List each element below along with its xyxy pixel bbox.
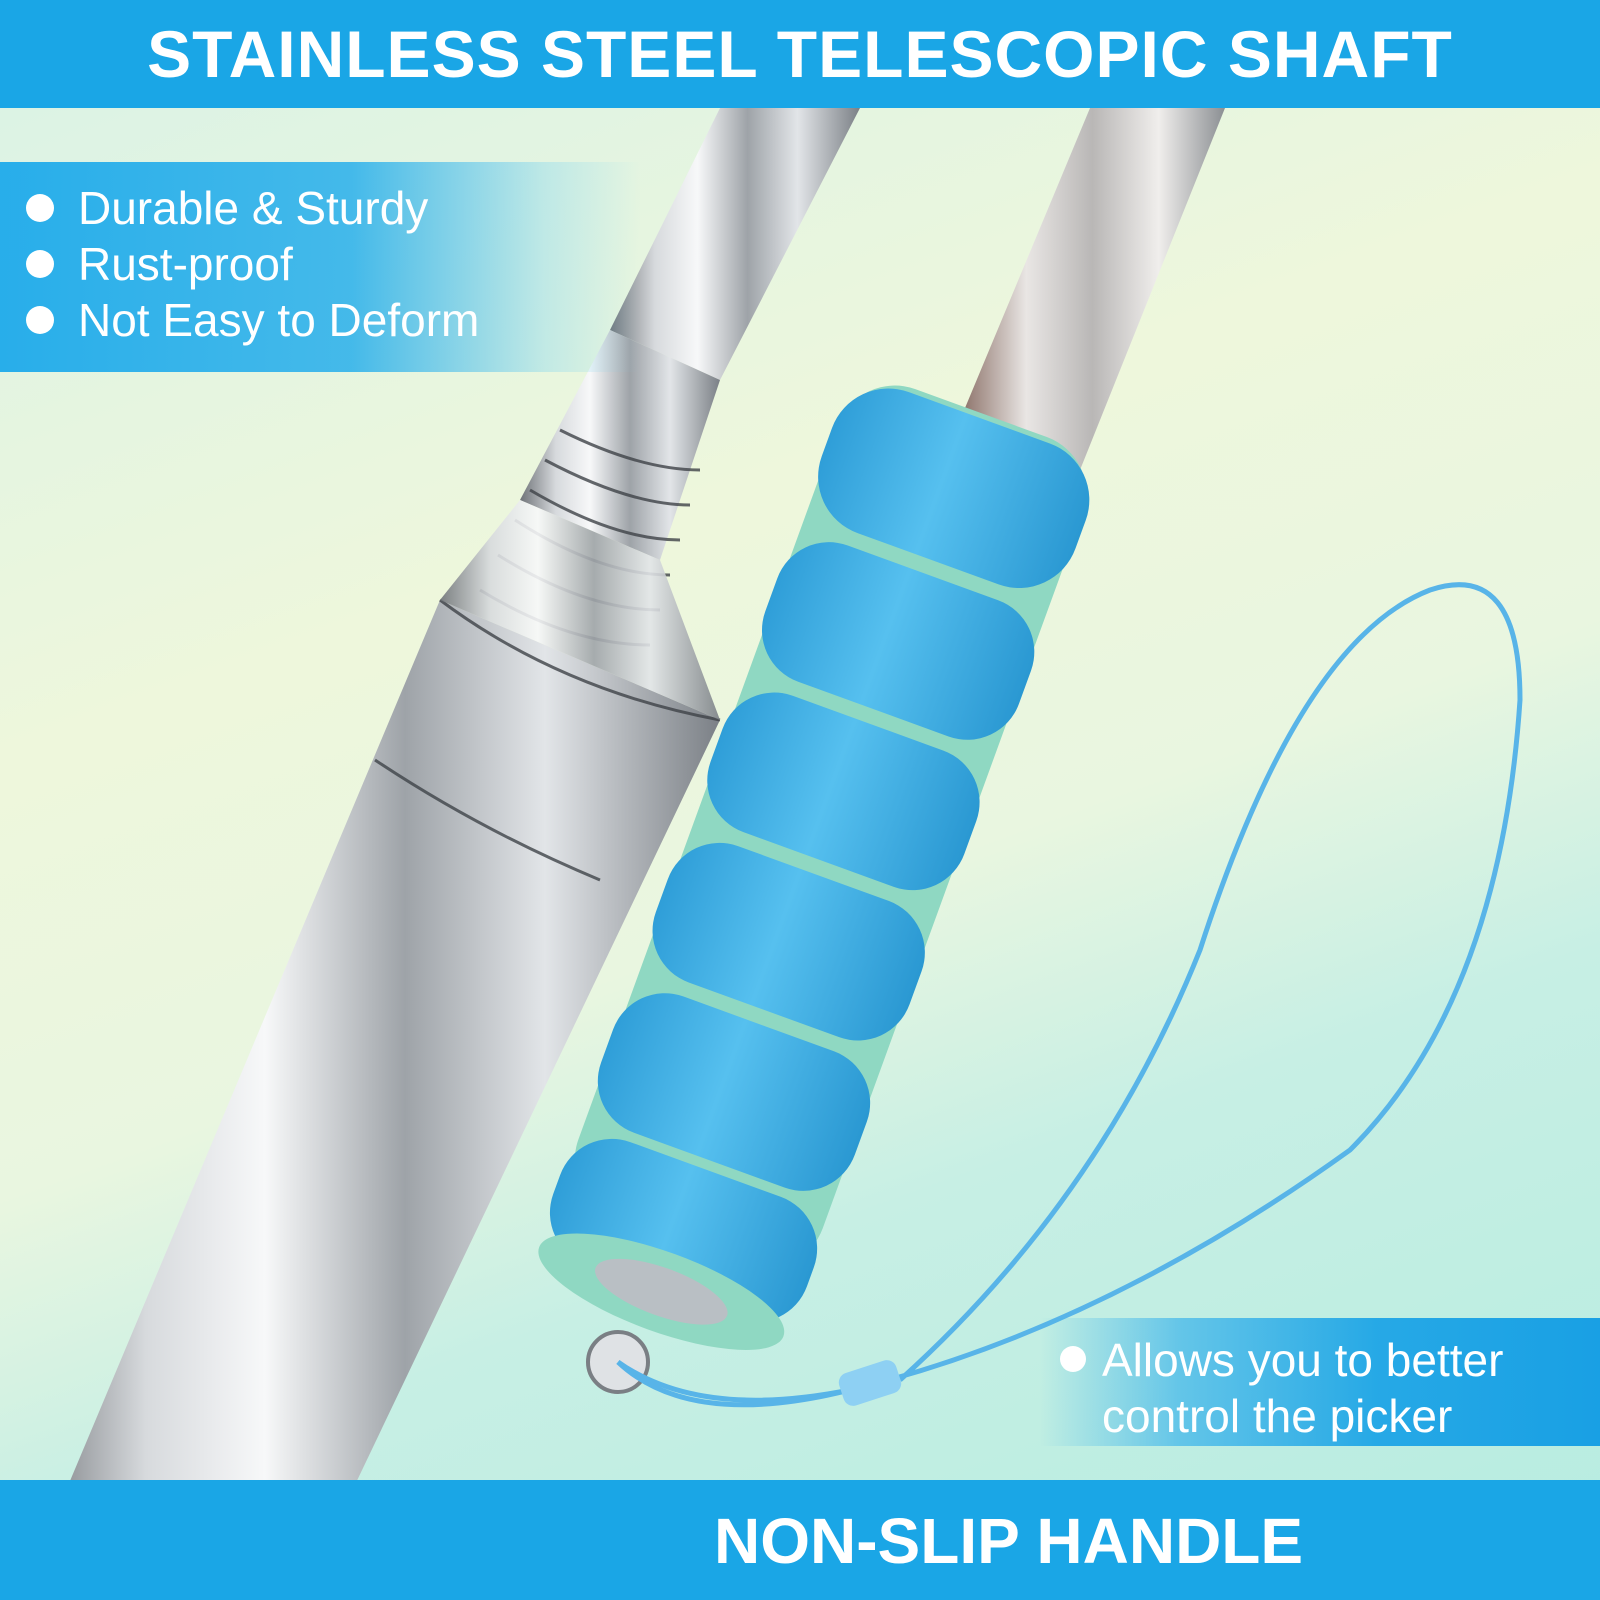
- header-title: STAINLESS STEEL TELESCOPIC SHAFT: [147, 17, 1453, 91]
- features-panel: Durable & Sturdy Rust-proof Not Easy to …: [0, 162, 640, 372]
- feature-item: Durable & Sturdy: [26, 180, 640, 236]
- strap-slider: [838, 1360, 902, 1406]
- handle-shaft: [960, 108, 1225, 470]
- feature-label: Rust-proof: [78, 238, 293, 290]
- feature-item: Rust-proof: [26, 236, 640, 292]
- foam-handle: [538, 385, 1090, 1350]
- feature-item: Not Easy to Deform: [26, 292, 640, 348]
- feature-list: Durable & Sturdy Rust-proof Not Easy to …: [0, 162, 640, 348]
- handle-feature-line1: Allows you to better: [1102, 1334, 1504, 1386]
- bullet-dot-icon: [1060, 1346, 1086, 1372]
- handle-feature: Allows you to better control the picker: [1060, 1332, 1503, 1444]
- footer-banner: NON-SLIP HANDLE: [0, 1480, 1600, 1600]
- bullet-dot-icon: [26, 194, 54, 222]
- bullet-dot-icon: [26, 306, 54, 334]
- feature-label: Not Easy to Deform: [78, 294, 480, 346]
- bullet-dot-icon: [26, 250, 54, 278]
- feature-label: Durable & Sturdy: [78, 182, 429, 234]
- lanyard-strap: [616, 582, 1523, 1408]
- handle-feature-panel: Allows you to better control the picker: [1040, 1318, 1600, 1446]
- telescopic-shaft: [20, 108, 860, 1600]
- footer-title: NON-SLIP HANDLE: [714, 1505, 1304, 1577]
- header-banner: STAINLESS STEEL TELESCOPIC SHAFT: [0, 0, 1600, 108]
- handle-feature-line2: control the picker: [1102, 1390, 1453, 1442]
